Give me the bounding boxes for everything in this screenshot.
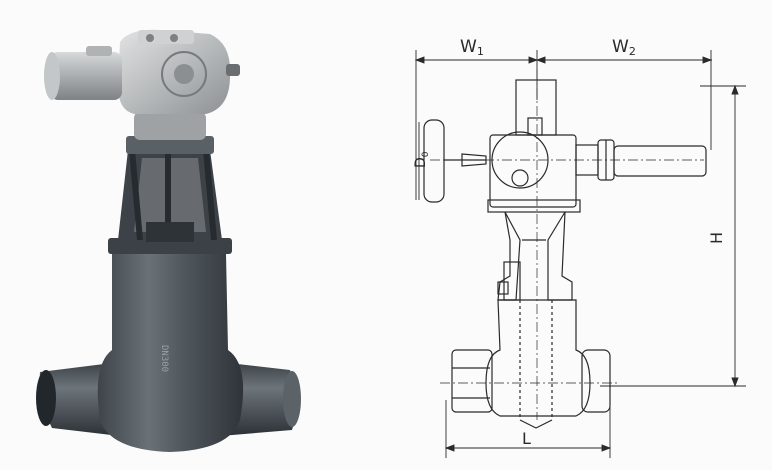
valve-body: DN300 — [97, 238, 244, 452]
handwheel-drawing — [423, 119, 487, 203]
valve-drawing — [414, 50, 746, 458]
label-d0: D0 — [413, 151, 431, 168]
yoke-drawing — [497, 211, 573, 301]
label-w1: W1 — [460, 37, 484, 58]
actuator-photo — [44, 29, 240, 140]
label-w2: W2 — [612, 37, 636, 58]
dimension-lines — [414, 50, 746, 458]
body-drawing — [451, 299, 611, 429]
valve-yoke — [118, 136, 222, 242]
dimension-labels: W1 W2 D0 H L — [413, 37, 726, 448]
label-h: H — [707, 232, 726, 244]
label-l: L — [522, 429, 531, 448]
body-marking: DN300 — [159, 345, 169, 372]
actuator-drawing — [487, 79, 707, 213]
valve-photo: DN300 — [36, 29, 301, 452]
